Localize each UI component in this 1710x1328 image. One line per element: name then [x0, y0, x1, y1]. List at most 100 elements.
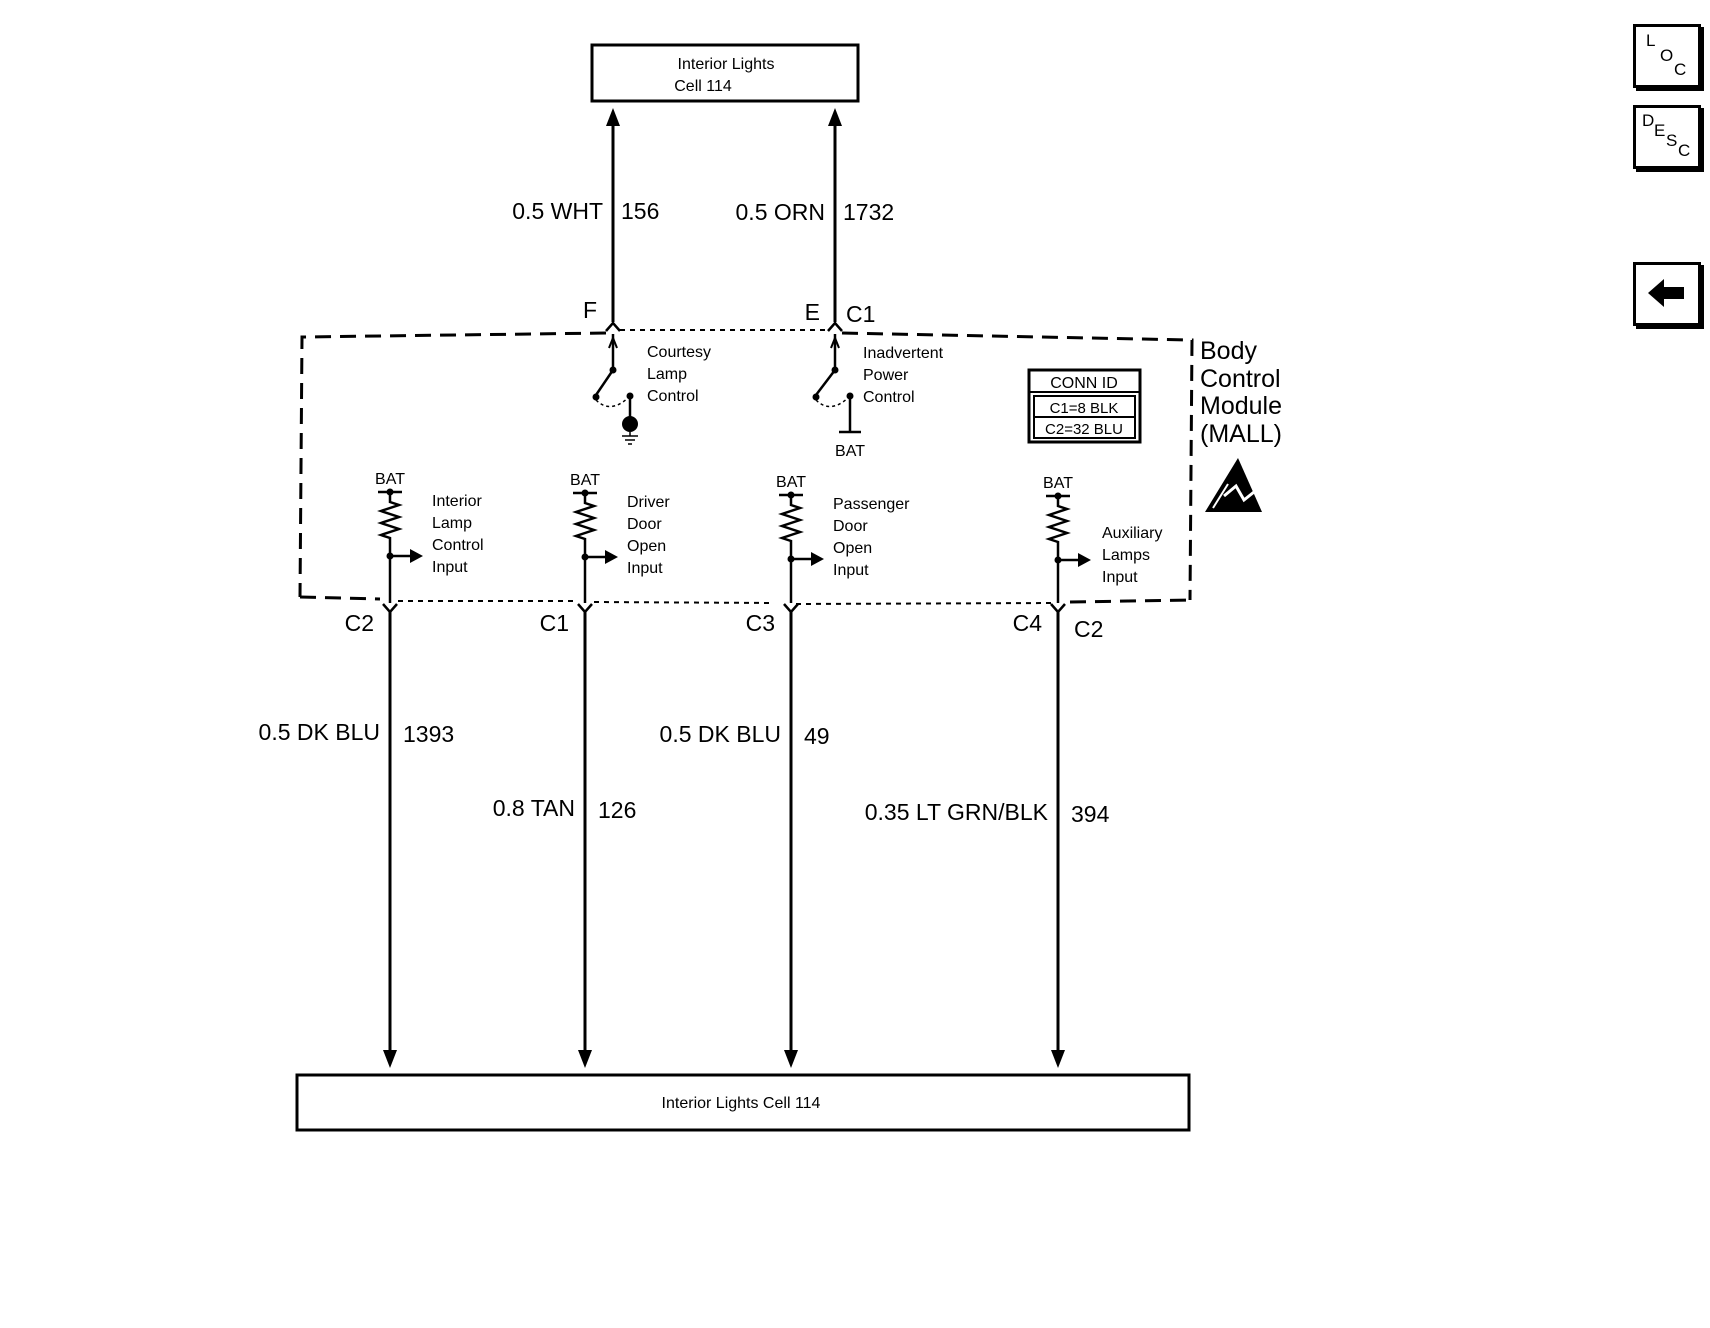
- bottom-wire: C4 C2 0.35 LT GRN/BLK 394: [865, 603, 1110, 1068]
- top-wire-156: 0.5 WHT 156 F: [512, 108, 659, 332]
- arrow-up-icon: [828, 108, 842, 126]
- bottom-wires: C2 0.5 DK BLU 1393 C1 0.8 TAN 126 C3 0.5 DK BLU…: [259, 603, 1110, 1068]
- connector-label: C1: [846, 301, 875, 327]
- top-box-line2: Cell 114: [674, 78, 732, 95]
- module-label-line4: (MALL): [1200, 420, 1282, 448]
- desc-letter-d: D: [1642, 111, 1655, 130]
- input-label-line1: Interior: [432, 493, 482, 510]
- bat-label: BAT: [776, 474, 806, 491]
- input-label-line1: Passenger: [833, 496, 910, 513]
- connector-label: C2: [1074, 616, 1103, 642]
- switch-label-line3: Control: [863, 389, 915, 406]
- top-destination-box: Interior Lights Cell 114: [590, 43, 860, 103]
- input-label-line2: Door: [833, 518, 868, 535]
- loc-letter-o: O: [1660, 46, 1674, 65]
- wire-circuit-number: 49: [804, 723, 830, 749]
- input-label-line3: Open: [833, 540, 872, 557]
- bottom-destination-box: Interior Lights Cell 114: [295, 1073, 1191, 1132]
- arrow-right-icon: [1078, 553, 1091, 567]
- pin-label: C4: [1013, 610, 1043, 636]
- pin-label: F: [583, 297, 597, 323]
- wire-gauge-color: 0.8 TAN: [493, 795, 575, 821]
- desc-letter-e: E: [1654, 121, 1666, 140]
- wire-gauge-color: 0.5 DK BLU: [259, 719, 380, 745]
- input-label-line4: Input: [627, 560, 663, 577]
- pin-label: E: [805, 299, 820, 325]
- wire-circuit-number: 1393: [403, 721, 454, 747]
- input-label-line4: Input: [432, 559, 468, 576]
- bat-label: BAT: [570, 472, 600, 489]
- wire-circuit-number: 156: [621, 198, 659, 224]
- module-label-line3: Module: [1200, 392, 1282, 420]
- pin-label: C2: [345, 610, 374, 636]
- conn-id-title: CONN ID: [1050, 375, 1118, 392]
- switch-label-line2: Power: [863, 367, 909, 384]
- description-button[interactable]: D E S C: [1633, 105, 1701, 169]
- arrow-right-icon: [811, 552, 824, 566]
- inadvertent-power-switch: BAT Inadvertent Power Control: [812, 334, 944, 460]
- bottom-box-label: Interior Lights Cell 114: [662, 1095, 821, 1112]
- module-label-line1: Body: [1200, 337, 1257, 365]
- input-label-line1: Auxiliary: [1102, 525, 1162, 542]
- input-label-line3: Open: [627, 538, 666, 555]
- bat-label: BAT: [835, 443, 865, 460]
- arrow-right-icon: [605, 550, 618, 564]
- input-label-line4: Input: [833, 562, 869, 579]
- wire-gauge-color: 0.5 WHT: [512, 198, 603, 224]
- bottom-wire: C3 0.5 DK BLU 49: [660, 603, 830, 1068]
- location-button[interactable]: L O C: [1633, 24, 1701, 88]
- input-label-line2: Door: [627, 516, 662, 533]
- conn-id-row1: C1=8 BLK: [1050, 400, 1119, 417]
- arrow-down-icon: [1051, 1050, 1065, 1068]
- desc-letter-s: S: [1666, 131, 1678, 150]
- conn-id-row2: C2=32 BLU: [1045, 421, 1123, 438]
- resistor-icon: [377, 494, 403, 546]
- input-label-line3: Input: [1102, 569, 1138, 586]
- resistor-icon: [572, 495, 598, 547]
- resistor-icon: [778, 497, 804, 549]
- wire-circuit-number: 394: [1071, 801, 1110, 827]
- switch-label-line1: Courtesy: [647, 344, 711, 361]
- ground-icon: [622, 432, 638, 445]
- wire-circuit-number: 126: [598, 797, 636, 823]
- module-label: Body Control Module (MALL): [1200, 337, 1282, 448]
- switch-label-line1: Inadvertent: [863, 345, 944, 362]
- input-label-line2: Lamp: [432, 515, 472, 532]
- pin-label: C1: [540, 610, 569, 636]
- desc-letter-c: C: [1678, 141, 1691, 160]
- arrow-up-icon: [606, 108, 620, 126]
- wire-circuit-number: 1732: [843, 199, 894, 225]
- bat-label: BAT: [375, 471, 405, 488]
- resistor-icon: [1045, 498, 1071, 550]
- arrow-down-icon: [578, 1050, 592, 1068]
- arrow-down-icon: [784, 1050, 798, 1068]
- wire-gauge-color: 0.5 ORN: [736, 199, 825, 225]
- input-circuits: BATInteriorLampControlInputBATDriverDoor…: [375, 471, 1162, 603]
- module-label-line2: Control: [1200, 365, 1281, 393]
- loc-letter-l: L: [1646, 31, 1656, 50]
- switch-label-line3: Control: [647, 388, 699, 405]
- input-label-line3: Control: [432, 537, 484, 554]
- connector-id-box: CONN ID C1=8 BLK C2=32 BLU: [1027, 368, 1142, 444]
- wire-gauge-color: 0.5 DK BLU: [660, 721, 781, 747]
- esd-warning-icon: [1205, 458, 1262, 512]
- input-label-line2: Lamps: [1102, 547, 1150, 564]
- bottom-wire: C1 0.8 TAN 126: [493, 603, 636, 1068]
- left-arrow-icon: [1648, 279, 1684, 307]
- back-button[interactable]: [1633, 262, 1701, 326]
- courtesy-lamp-switch: Courtesy Lamp Control: [592, 334, 711, 445]
- bat-label: BAT: [1043, 475, 1073, 492]
- module-boundary: [298, 329, 1194, 605]
- switch-label-line2: Lamp: [647, 366, 687, 383]
- pin-label: C3: [746, 610, 775, 636]
- arrow-down-icon: [383, 1050, 397, 1068]
- wire-gauge-color: 0.35 LT GRN/BLK: [865, 799, 1049, 825]
- loc-letter-c: C: [1674, 60, 1687, 79]
- arrow-right-icon: [410, 549, 423, 563]
- top-box-line1: Interior Lights: [678, 56, 775, 73]
